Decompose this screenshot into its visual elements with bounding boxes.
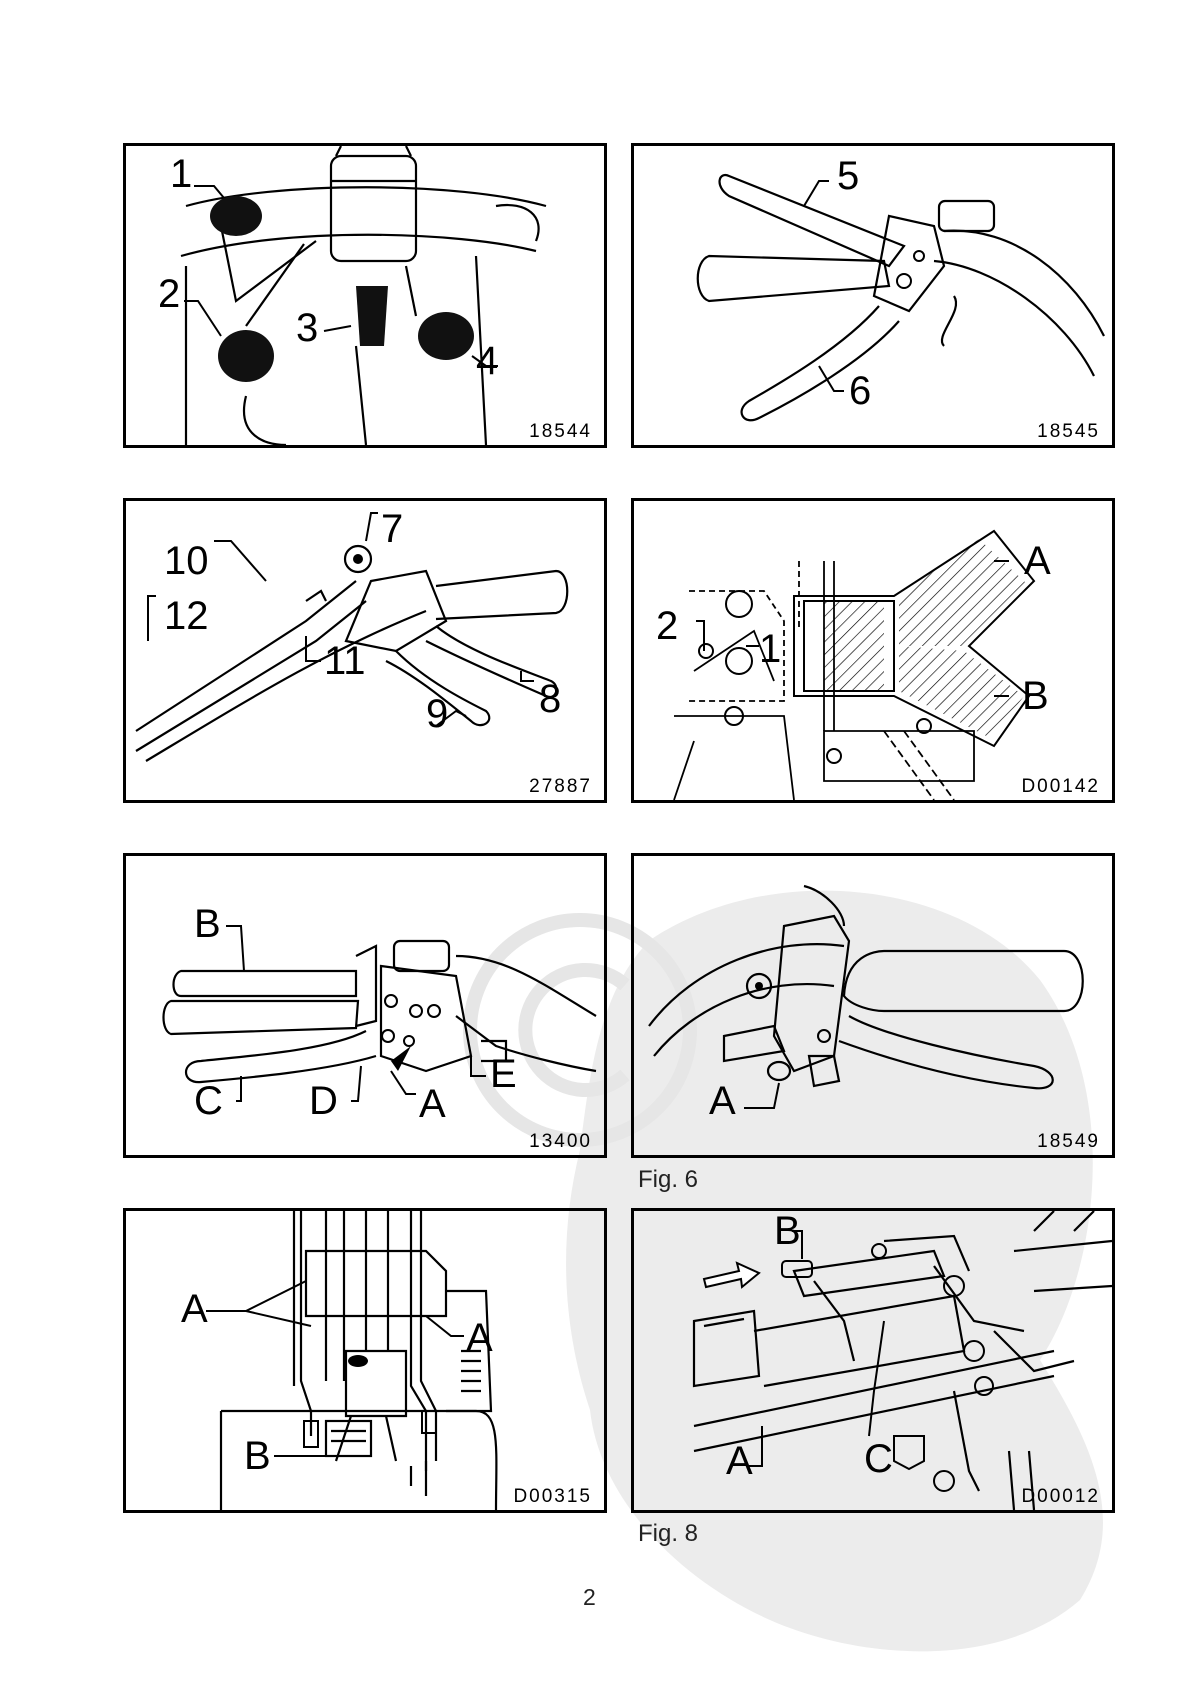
- figure-code: 18544: [529, 421, 592, 443]
- cable-routing-illustration: [126, 1211, 604, 1510]
- callout-12: 12: [164, 596, 209, 636]
- figure-panel-5: B C D A E 13400: [123, 853, 607, 1158]
- figure-panel-3: 7 10 12 11 9 8 27887: [123, 498, 607, 803]
- callout-10: 10: [164, 541, 209, 581]
- figure-code: 13400: [529, 1131, 592, 1153]
- callout-1: 1: [759, 629, 781, 669]
- figure-panel-6: A 18549: [631, 853, 1115, 1158]
- callout-D: D: [309, 1081, 338, 1121]
- callout-B: B: [1022, 676, 1049, 716]
- callout-A: A: [181, 1289, 208, 1329]
- callout-8: 8: [539, 679, 561, 719]
- figure-label-fig-8: Fig. 8: [638, 1520, 698, 1548]
- figure-code: D00142: [1021, 776, 1100, 798]
- callout-7: 7: [381, 509, 403, 549]
- callout-4: 4: [476, 341, 498, 381]
- figure-panel-2: 5 6 18545: [631, 143, 1115, 448]
- callout-A: A: [709, 1081, 736, 1121]
- figure-code: 27887: [529, 776, 592, 798]
- figure-code: 18545: [1037, 421, 1100, 443]
- callout-2: 2: [656, 606, 678, 646]
- callout-1: 1: [170, 154, 192, 194]
- callout-2: 2: [158, 274, 180, 314]
- callout-5: 5: [837, 156, 859, 196]
- callout-E: E: [490, 1054, 517, 1094]
- figure-panel-8: B A C D00012: [631, 1208, 1115, 1513]
- figure-panel-1: 1 2 3 4 18544: [123, 143, 607, 448]
- callout-3: 3: [296, 308, 318, 348]
- callout-11: 11: [324, 641, 366, 681]
- callout-A: A: [1024, 541, 1051, 581]
- callout-B: B: [194, 904, 221, 944]
- control-levers-illustration: [126, 146, 604, 445]
- figure-code: 18549: [1037, 1131, 1100, 1153]
- callout-A: A: [419, 1084, 446, 1124]
- figure-panel-4: A 2 1 B D00142: [631, 498, 1115, 803]
- figure-label-fig-6: Fig. 6: [638, 1166, 698, 1194]
- callout-A: A: [466, 1318, 493, 1358]
- grip-lever-illustration: [634, 856, 1112, 1155]
- brake-lever-illustration: [634, 146, 1112, 445]
- callout-B: B: [774, 1211, 801, 1251]
- callout-6: 6: [849, 371, 871, 411]
- figure-code: D00315: [513, 1486, 592, 1508]
- callout-B: B: [244, 1436, 271, 1476]
- figure-panel-7: A A B D00315: [123, 1208, 607, 1513]
- figure-code: D00012: [1021, 1486, 1100, 1508]
- callout-9: 9: [426, 694, 448, 734]
- callout-C: C: [194, 1081, 223, 1121]
- page-number: 2: [583, 1584, 596, 1611]
- callout-C: C: [864, 1439, 893, 1479]
- callout-A: A: [726, 1441, 753, 1481]
